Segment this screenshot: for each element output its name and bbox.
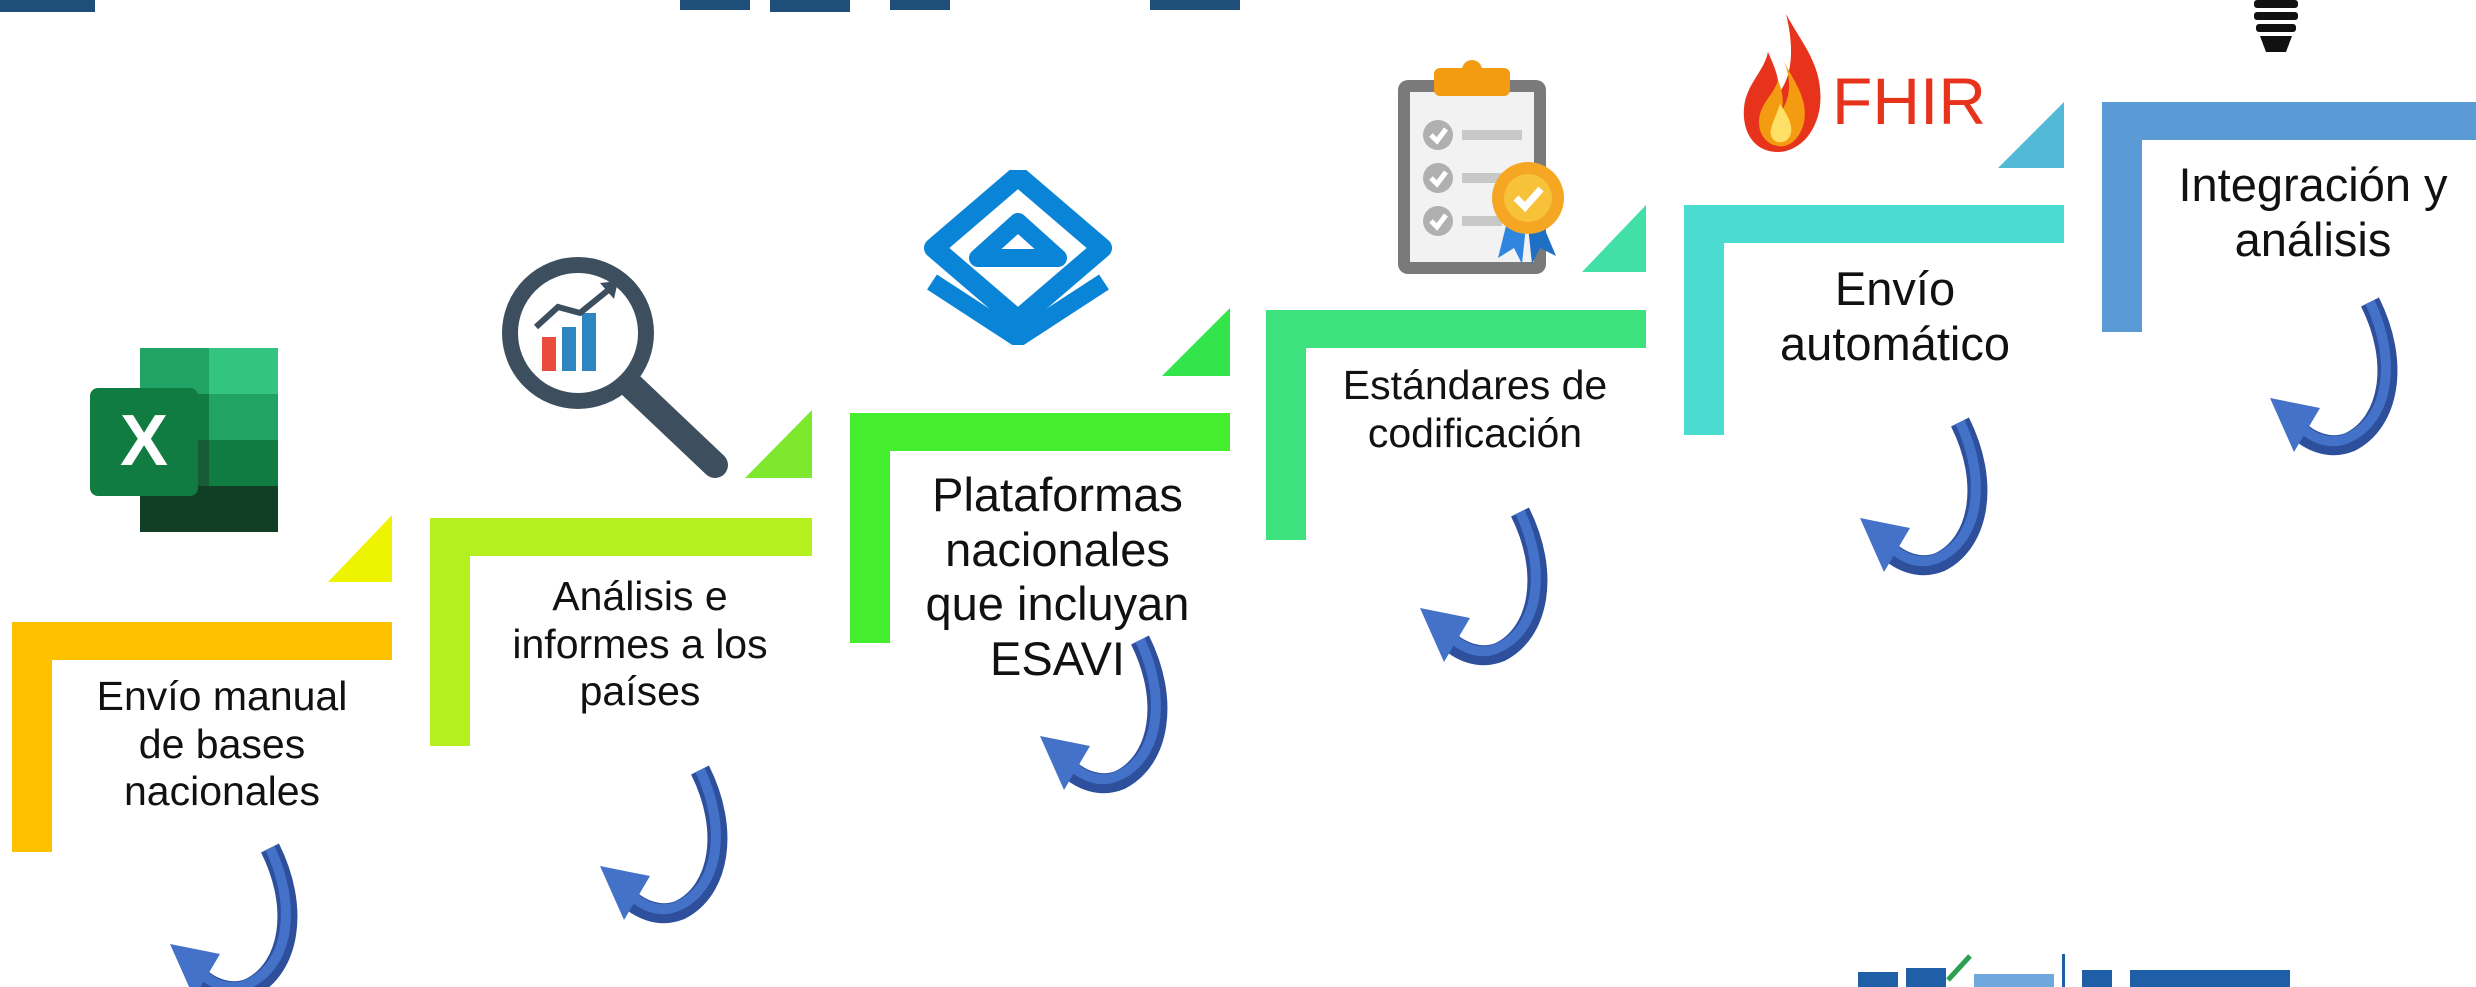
lightbulb-icon <box>2254 0 2298 52</box>
svg-text:X: X <box>120 401 168 481</box>
step-4-label: Estándares de codificación <box>1342 362 1608 456</box>
step-3-label: Plataformas nacionales que incluyan ESAV… <box>925 468 1190 685</box>
excel-icon: X <box>90 348 278 532</box>
step-6-label: Integración y análisis <box>2178 158 2448 266</box>
curved-arrow-2 <box>600 770 717 920</box>
layers-platform-icon <box>924 170 1112 345</box>
curved-arrow-5 <box>1860 422 1977 572</box>
flame-icon <box>1743 14 1821 152</box>
title-fragment <box>0 0 1240 12</box>
curved-arrow-3 <box>1040 640 1157 790</box>
fhir-flame-icon: FHIR <box>1738 10 1986 155</box>
fhir-logo-text: FHIR <box>1832 64 1986 138</box>
curved-arrow-4 <box>1420 512 1537 662</box>
step-2-label: Análisis e informes a los países <box>512 573 768 715</box>
step-5-label: Envío automático <box>1780 262 2010 370</box>
magnifier-chart-icon <box>502 257 728 478</box>
curved-arrow-1 <box>170 848 287 987</box>
footer-logo-fragment <box>1858 954 2290 987</box>
curved-arrow-6 <box>2270 302 2387 452</box>
clipboard-checklist-icon <box>1398 60 1564 274</box>
step-1-label: Envío manual de bases nacionales <box>96 673 348 815</box>
